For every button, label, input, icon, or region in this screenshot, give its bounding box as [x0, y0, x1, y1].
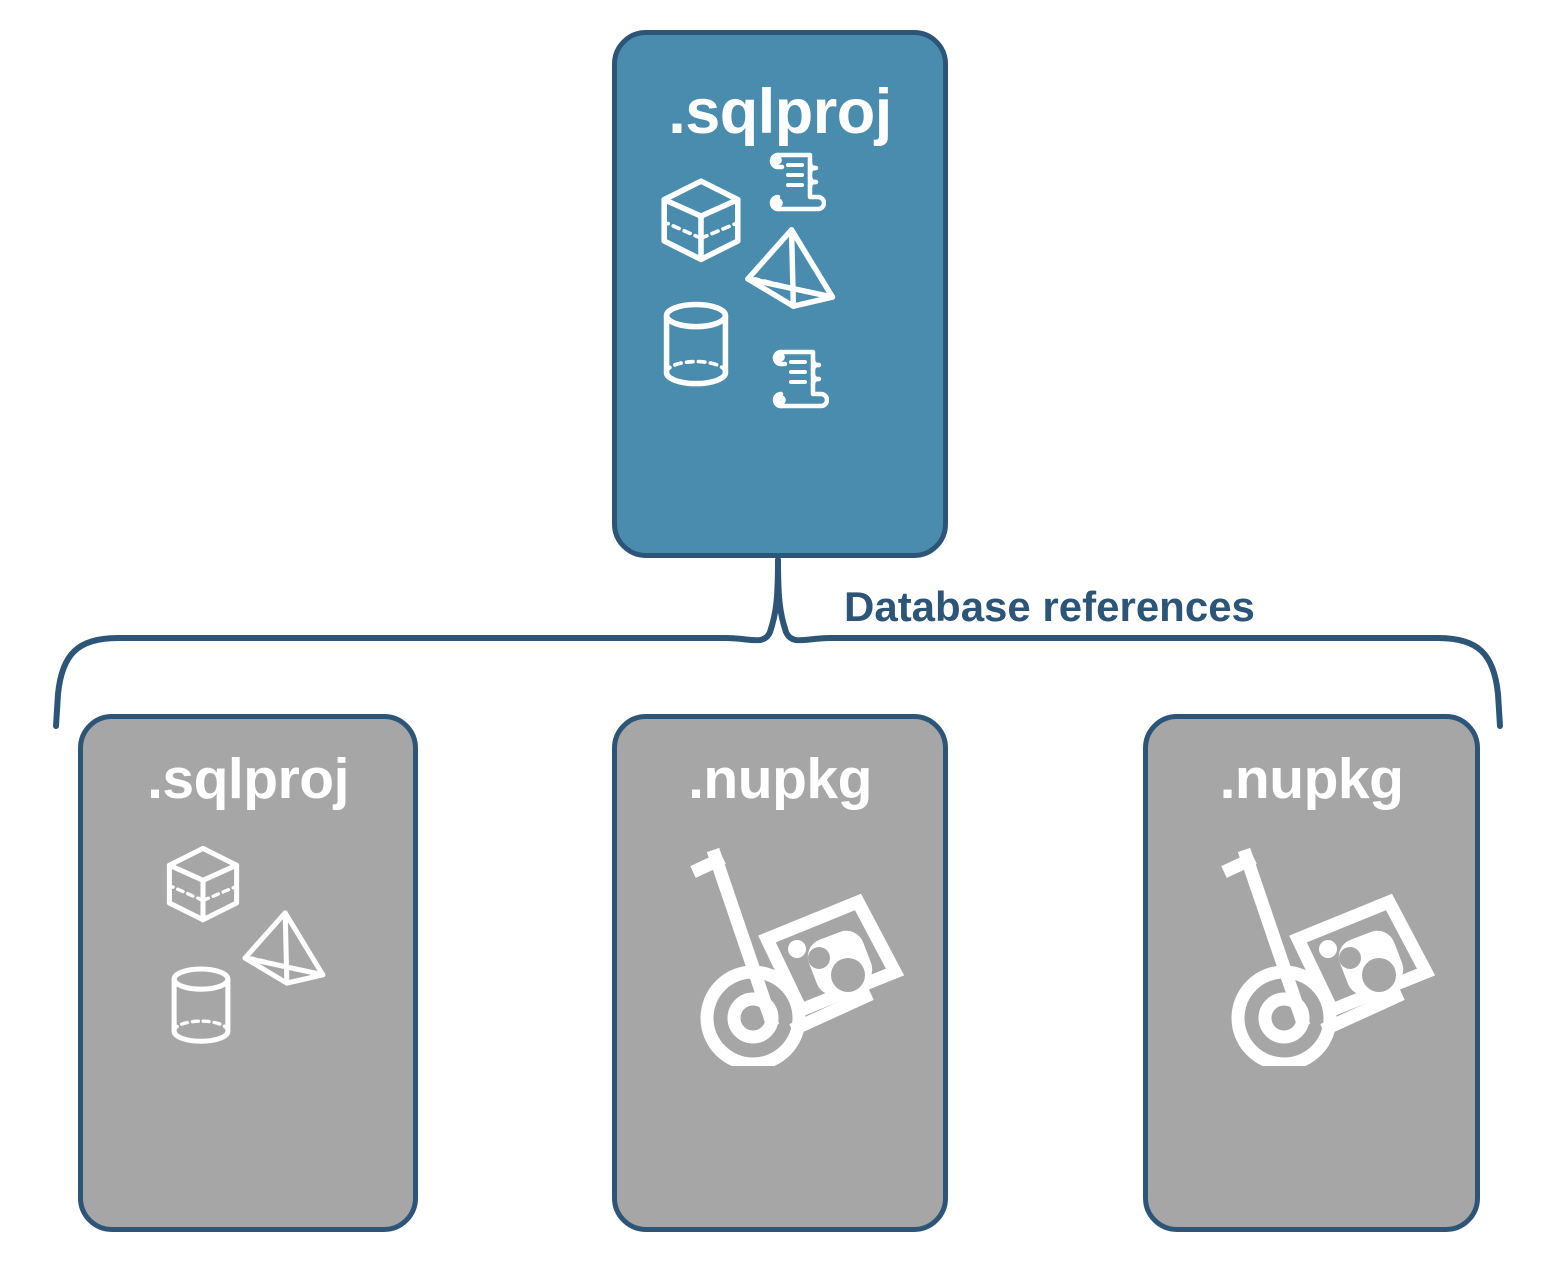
child-icon-group	[1148, 808, 1475, 1227]
pyramid-icon	[235, 906, 327, 995]
node-title: .sqlproj	[668, 77, 892, 147]
hand-truck-package-icon	[655, 836, 905, 1071]
cylinder-icon	[659, 299, 733, 396]
node-child-sqlproj[interactable]: .sqlproj	[78, 714, 418, 1232]
connector-label: Database references	[844, 583, 1255, 630]
scroll-icon	[767, 344, 830, 415]
node-title: .nupkg	[688, 747, 872, 811]
child-icon-group	[83, 808, 413, 1227]
node-child-nupkg-2[interactable]: .nupkg	[1143, 714, 1480, 1232]
cube-icon	[655, 172, 747, 269]
root-icon-group	[617, 144, 943, 553]
hand-truck-package-icon	[1186, 836, 1436, 1071]
node-title: .sqlproj	[147, 747, 349, 811]
child-icon-group	[617, 808, 943, 1227]
cube-icon	[161, 840, 245, 929]
cylinder-icon	[167, 964, 235, 1053]
scroll-icon	[764, 147, 827, 218]
node-title: .nupkg	[1219, 747, 1404, 811]
node-sqlproj-root[interactable]: .sqlproj	[612, 30, 948, 558]
pyramid-icon	[737, 222, 837, 319]
node-child-nupkg-1[interactable]: .nupkg	[612, 714, 948, 1232]
